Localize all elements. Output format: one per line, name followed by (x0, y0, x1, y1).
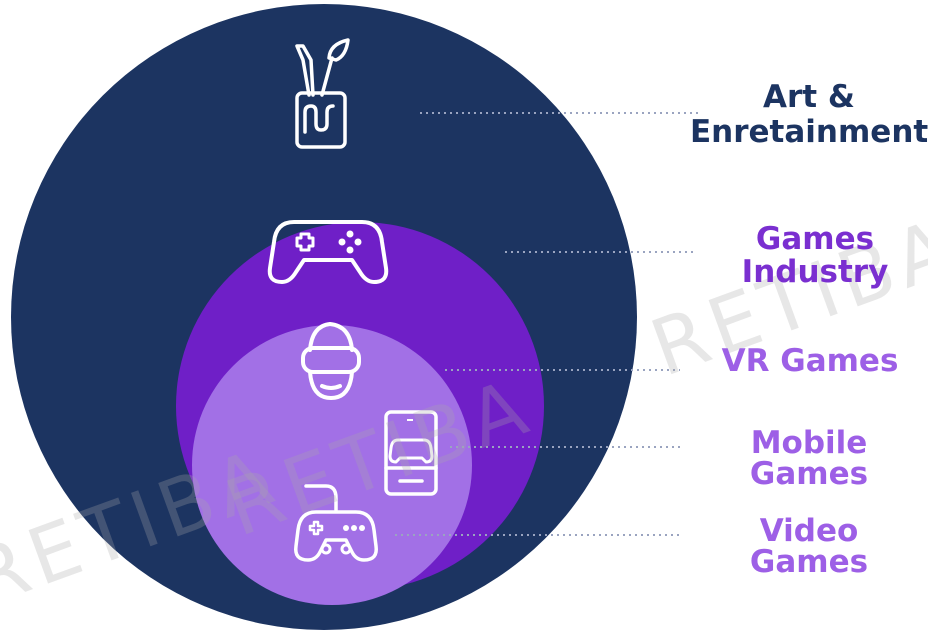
gamepad-buttons-icon (338, 230, 362, 254)
vr-headset-icon (301, 322, 361, 400)
label-mobile-games: Mobile Games (749, 425, 869, 492)
label-games-industry: Games Industry (715, 224, 915, 288)
label-art-entertainment: Art & Enretainment (690, 82, 928, 148)
label-games-line2: Industry (741, 254, 889, 290)
label-games-line1: Games (755, 221, 875, 257)
vr-games-circle (192, 325, 472, 605)
label-art-line1: Art & (763, 79, 855, 115)
controller-sticks-icon (320, 543, 352, 555)
smartphone-gamepad-icon (384, 410, 438, 496)
controller-buttons-icon (343, 525, 365, 531)
phone-speaker-icon (407, 419, 413, 421)
wired-controller-icon (294, 484, 378, 562)
label-video-games: Video Games (749, 513, 869, 580)
label-vr-games: VR Games (721, 343, 899, 379)
paint-brushes-jar-icon (295, 38, 350, 149)
gamepad-icon (267, 220, 389, 284)
label-art-line2: Enretainment (690, 114, 928, 150)
